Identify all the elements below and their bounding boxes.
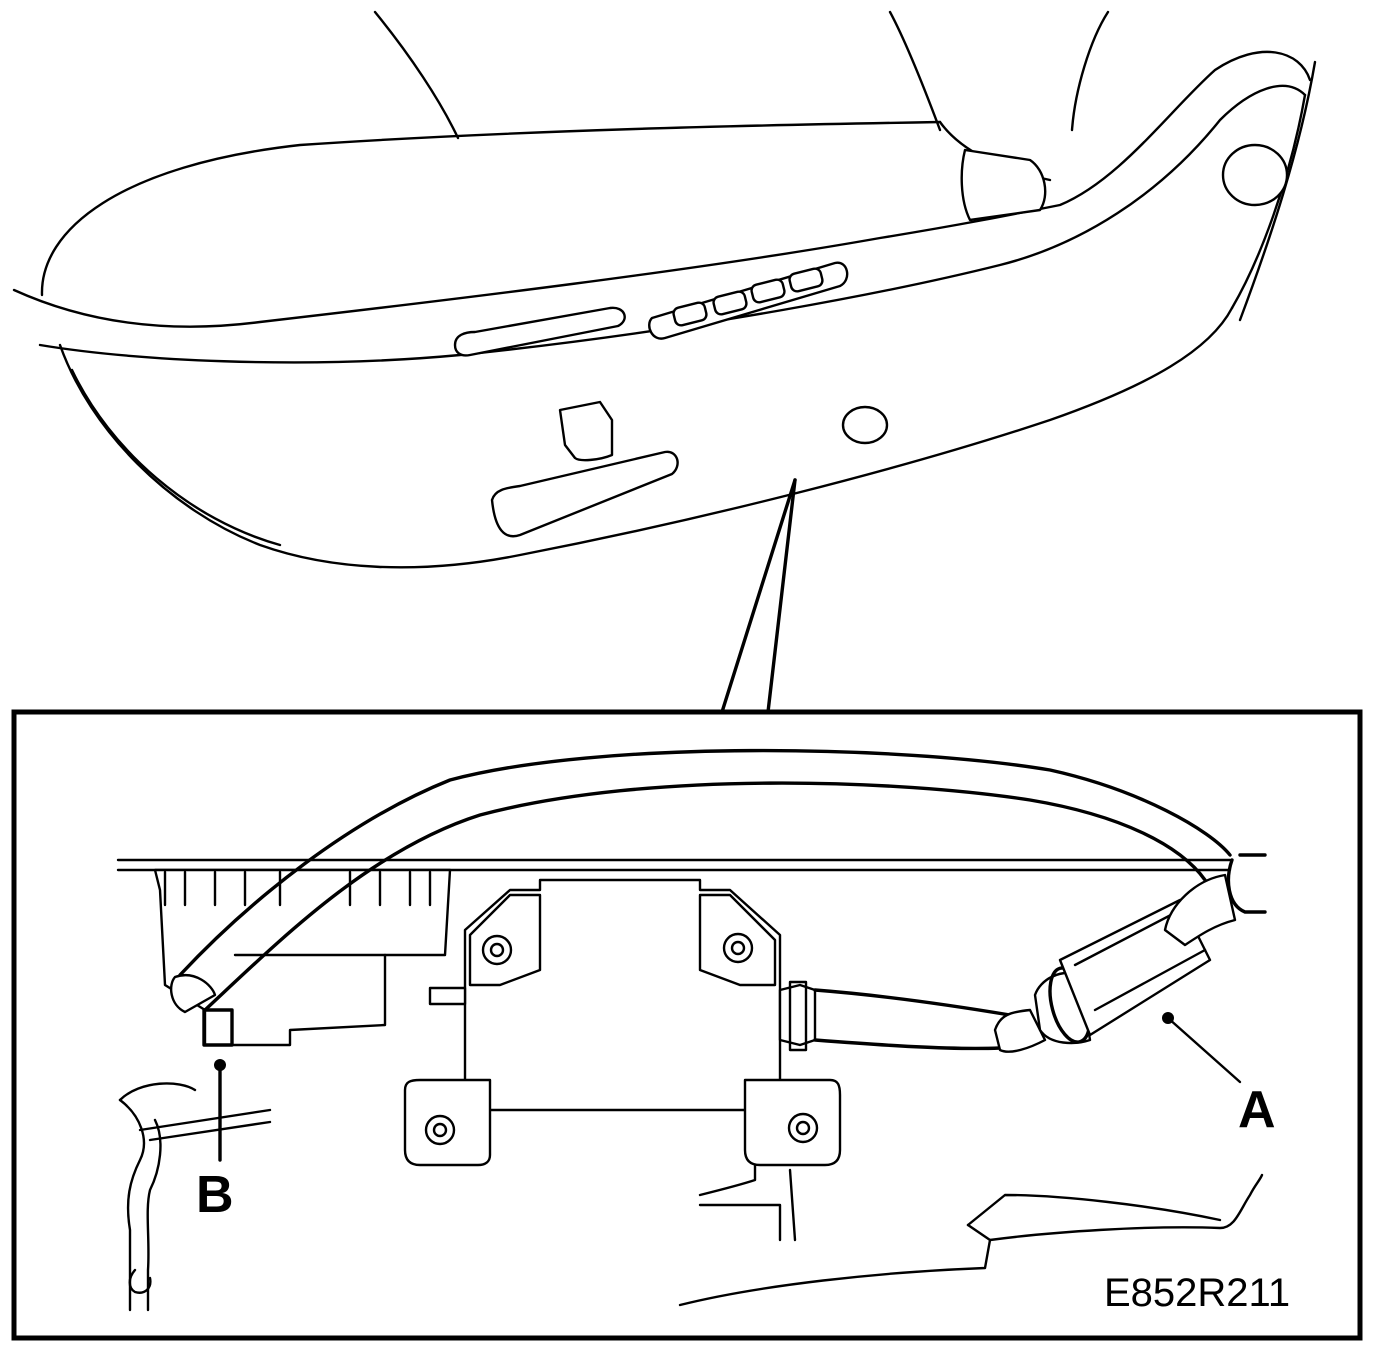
seat-cushion-illustration <box>12 10 1317 714</box>
callout-label-a: A <box>1238 1081 1276 1139</box>
detail-inset-illustration <box>116 748 1267 1312</box>
callout-label-b: B <box>196 1166 234 1224</box>
figure-reference-code: E852R211 <box>1104 1271 1290 1315</box>
